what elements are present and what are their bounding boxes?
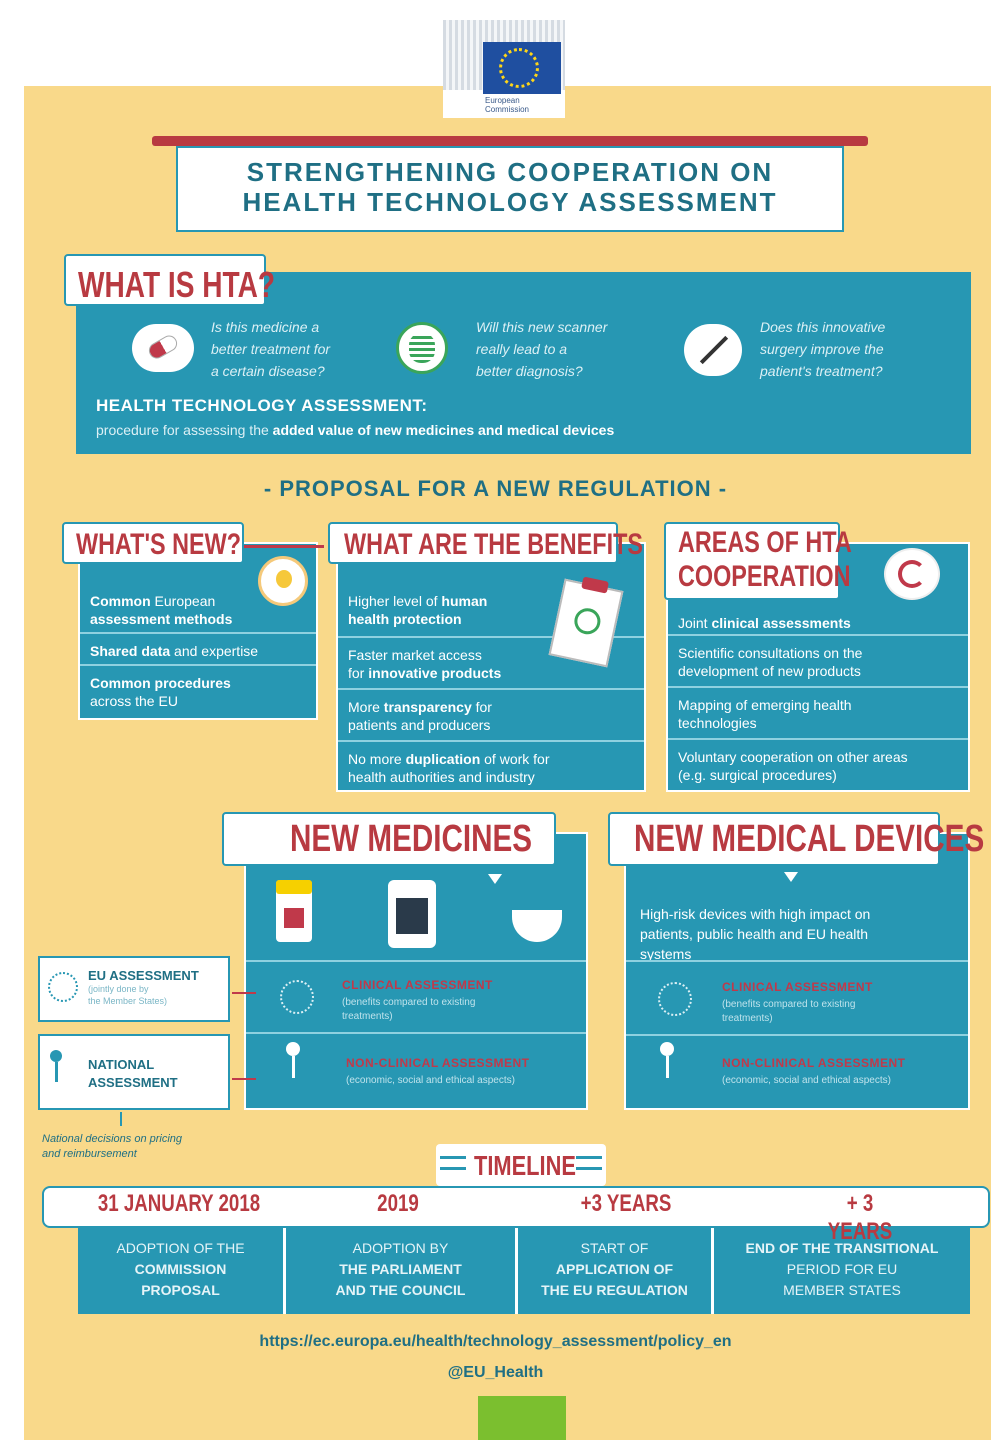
timeline-title: TIMELINE	[474, 1150, 576, 1181]
eu-stars-icon	[658, 982, 692, 1016]
question-surgery: Does this innovative surgery improve the…	[760, 319, 886, 379]
arrow-connector	[232, 992, 256, 994]
devices-nonclinical-label: NON-CLINICAL ASSESSMENT	[722, 1056, 906, 1070]
whats-new-tab-label: WHAT'S NEW?	[76, 528, 242, 561]
hta-definition: procedure for assessing the added value …	[96, 422, 614, 438]
logo-line1: European	[485, 96, 520, 105]
whats-new-item: Shared data and expertise	[80, 632, 316, 664]
timeline-date: 2019	[377, 1190, 419, 1217]
title-line2: HEALTH TECHNOLOGY ASSESSMENT	[242, 187, 778, 217]
national-assessment-title1: NATIONAL	[88, 1057, 155, 1072]
area-item: Voluntary cooperation on other areas(e.g…	[668, 738, 968, 790]
timeline-date: 31 JANUARY 2018	[97, 1190, 261, 1217]
timeline-date: +3 YEARS	[580, 1190, 672, 1217]
green-badge	[478, 1396, 566, 1440]
arrow-down-icon	[784, 872, 798, 882]
medicines-tab-label: NEW MEDICINES	[290, 818, 533, 860]
hta-definition-title: HEALTH TECHNOLOGY ASSESSMENT:	[96, 396, 428, 415]
benefits-tab: WHAT ARE THE BENEFITS	[328, 522, 643, 564]
cycle-arrows-icon	[884, 548, 940, 600]
lightbulb-icon	[258, 556, 308, 606]
map-pin-icon	[50, 1050, 74, 1090]
hta-tab: WHAT IS HTA?	[64, 254, 276, 306]
medicines-nonclinical-label: NON-CLINICAL ASSESSMENT	[346, 1056, 530, 1070]
arrow-down-icon	[488, 874, 502, 884]
mortar-pestle-icon	[512, 910, 562, 942]
map-pin-europe-icon	[286, 1042, 312, 1088]
devices-tab-label: NEW MEDICAL DEVICES	[634, 818, 985, 860]
twitter-handle[interactable]: @EU_Health	[447, 1364, 544, 1381]
whats-new-tab: WHAT'S NEW?	[62, 522, 244, 564]
national-assessment-box: NATIONAL ASSESSMENT	[38, 1034, 230, 1110]
eu-stars-icon	[48, 972, 78, 1002]
scanner-ribcage-icon	[396, 322, 448, 374]
pill-bottle-icon	[276, 880, 312, 942]
devices-clinical-label: CLINICAL ASSESSMENT	[722, 980, 873, 994]
arrow-connector	[232, 1078, 256, 1080]
logo-line2: Commission	[485, 105, 530, 114]
areas-tab-line1: AREAS OF HTA	[678, 526, 852, 559]
question-scanner: Will this new scanner really lead to a b…	[476, 319, 608, 379]
medicine-bottle-icon	[388, 880, 436, 948]
eu-flag-icon	[483, 42, 561, 94]
medicines-tab: NEW MEDICINES	[222, 812, 556, 866]
title-line1: STRENGTHENING COOPERATION ON	[246, 157, 774, 187]
policy-link[interactable]: https://ec.europa.eu/health/technology_a…	[259, 1333, 732, 1350]
eu-stars-icon	[280, 980, 314, 1014]
hta-tab-label: WHAT IS HTA?	[78, 264, 276, 305]
eu-assessment-title: EU ASSESSMENT	[88, 968, 199, 983]
areas-tab: AREAS OF HTA COOPERATION	[664, 522, 852, 600]
area-item: Joint clinical assessments	[678, 615, 851, 631]
devices-tab: NEW MEDICAL DEVICES	[608, 812, 985, 866]
scalpel-icon	[684, 324, 742, 376]
timeline-dates-bar	[42, 1186, 990, 1228]
areas-tab-line2: COOPERATION	[678, 560, 851, 593]
title-bar	[152, 136, 868, 146]
timeline-title-box: TIMELINE	[436, 1144, 606, 1186]
arrow-connector	[244, 545, 324, 548]
ec-logo: European Commission	[443, 8, 565, 118]
hta-definition-bold: added value of new medicines and medical…	[272, 422, 615, 438]
timeline-date: + 3 YEARS	[827, 1190, 893, 1245]
medicines-nonclinical-sub: (economic, social and ethical aspects)	[346, 1075, 515, 1086]
medicines-panel: CLINICAL ASSESSMENT (benefits compared t…	[244, 832, 588, 1110]
pill-icon	[132, 324, 194, 372]
national-assessment-title2: ASSESSMENT	[88, 1075, 178, 1090]
proposal-heading: - PROPOSAL FOR A NEW REGULATION -	[263, 476, 728, 501]
benefits-tab-label: WHAT ARE THE BENEFITS	[344, 528, 643, 561]
arrow-down-small	[120, 1112, 122, 1126]
hta-definition-plain: procedure for assessing the	[96, 422, 273, 438]
devices-nonclinical-sub: (economic, social and ethical aspects)	[722, 1075, 891, 1086]
question-medicine: Is this medicine a better treatment for …	[211, 319, 331, 379]
page-title: STRENGTHENING COOPERATION ON HEALTH TECH…	[176, 146, 844, 232]
logo-text: European Commission	[485, 96, 529, 114]
medicines-clinical-label: CLINICAL ASSESSMENT	[342, 978, 493, 992]
map-pin-europe-icon	[660, 1042, 686, 1088]
